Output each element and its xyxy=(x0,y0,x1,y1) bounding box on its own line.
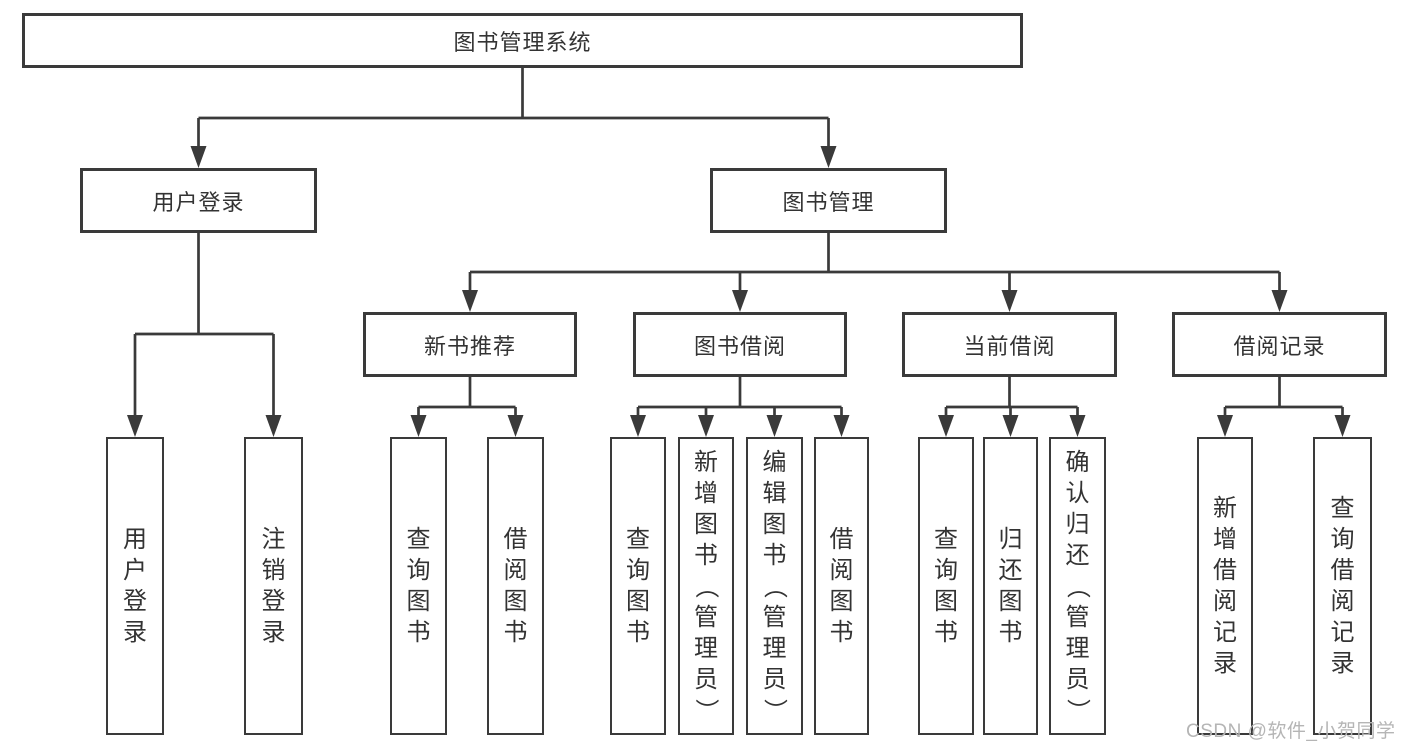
node-label: 图书借阅 xyxy=(693,333,786,359)
leaf-confirm-return-admin: 确认归还（管理员） xyxy=(1049,437,1106,735)
leaf-query-borrow-record: 查询借阅记录 xyxy=(1313,437,1372,735)
node-label: 新书推荐 xyxy=(423,333,516,359)
node-label: 查询图书 xyxy=(406,526,431,646)
node-label: 新增图书（管理员） xyxy=(692,448,720,723)
leaf-logout-login: 注销登录 xyxy=(244,437,303,735)
connector-path xyxy=(133,68,1344,421)
leaf-query-books-borrowing: 查询图书 xyxy=(610,437,666,735)
leaf-user-login: 用户登录 xyxy=(106,437,164,735)
node-label: 当前借阅 xyxy=(963,333,1056,359)
node-label: 注销登录 xyxy=(261,526,286,646)
node-library-system: 图书管理系统 xyxy=(22,13,1023,68)
node-label: 确认归还（管理员） xyxy=(1064,448,1091,723)
node-current-borrow: 当前借阅 xyxy=(902,312,1117,377)
node-label: 归还图书 xyxy=(998,526,1023,646)
node-label: 新增借阅记录 xyxy=(1213,495,1237,677)
node-label: 查询图书 xyxy=(626,526,650,646)
node-label: 借阅记录 xyxy=(1233,333,1326,359)
node-new-book-recommend: 新书推荐 xyxy=(363,312,577,377)
leaf-return-books: 归还图书 xyxy=(983,437,1038,735)
node-book-borrowing: 图书借阅 xyxy=(633,312,847,377)
csdn-watermark: CSDN @软件_小贺同学 xyxy=(1186,721,1396,742)
leaf-query-books-recommend: 查询图书 xyxy=(390,437,447,735)
node-book-management: 图书管理 xyxy=(710,168,947,233)
node-label: 借阅图书 xyxy=(829,526,854,646)
leaf-edit-book-admin: 编辑图书（管理员） xyxy=(746,437,803,735)
leaf-borrow-books: 借阅图书 xyxy=(814,437,869,735)
node-label: 查询图书 xyxy=(934,526,958,646)
node-label: 用户登录 xyxy=(123,526,147,646)
node-label: 图书管理 xyxy=(782,189,875,215)
node-label: 用户登录 xyxy=(152,189,245,215)
node-label: 图书管理系统 xyxy=(453,29,592,55)
node-borrow-records: 借阅记录 xyxy=(1172,312,1387,377)
leaf-query-books-current: 查询图书 xyxy=(918,437,974,735)
node-label: 编辑图书（管理员） xyxy=(761,448,788,723)
node-user-login: 用户登录 xyxy=(80,168,317,233)
node-label: 查询借阅记录 xyxy=(1330,495,1355,677)
arrowhead-icons xyxy=(127,146,1351,437)
node-label: 借阅图书 xyxy=(503,526,528,646)
leaf-add-book-admin: 新增图书（管理员） xyxy=(678,437,734,735)
leaf-add-borrow-record: 新增借阅记录 xyxy=(1197,437,1253,735)
leaf-borrow-books-recommend: 借阅图书 xyxy=(487,437,544,735)
